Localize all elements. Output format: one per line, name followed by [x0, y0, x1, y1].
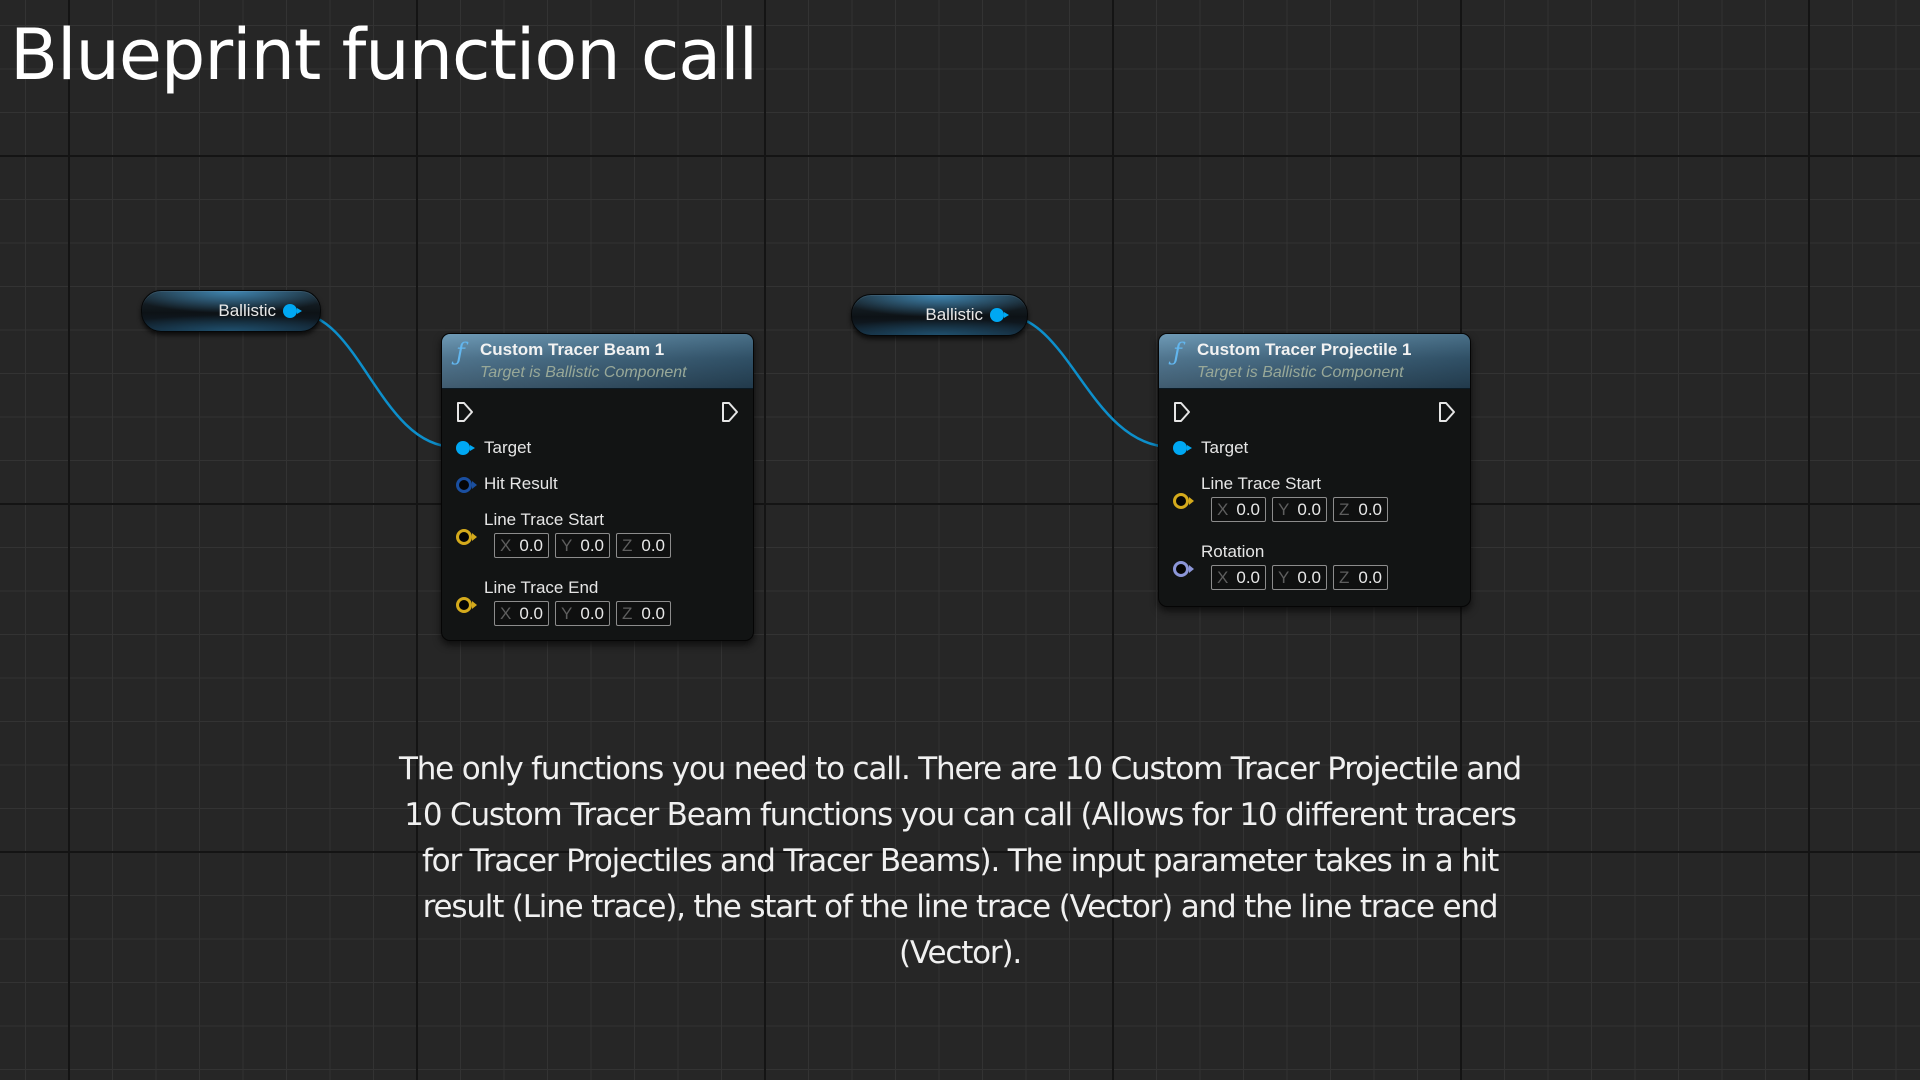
description-line: (Vector). [898, 935, 1022, 971]
description-line: The only functions you need to call. The… [399, 751, 1522, 787]
description-text: The only functions you need to call. The… [360, 746, 1560, 976]
axis-label: Z [1339, 500, 1350, 519]
vector-pin-icon[interactable] [456, 597, 477, 613]
page-title: Blueprint function call [10, 14, 758, 96]
y-field[interactable]: Y 0.0 [1272, 497, 1327, 522]
exec-in-pin-icon[interactable] [1173, 401, 1191, 423]
field-value: 0.0 [1297, 500, 1321, 519]
x-field[interactable]: X 0.0 [1211, 497, 1266, 522]
node-header[interactable]: ƒ Custom Tracer Projectile 1 Target is B… [1159, 334, 1470, 389]
pin-label-target: Target [1201, 438, 1249, 457]
field-value: 0.0 [580, 604, 604, 623]
axis-label: Y [561, 604, 573, 623]
vector-pin-icon[interactable] [1173, 493, 1194, 509]
axis-label: Y [1278, 500, 1290, 519]
pin-label-line-trace-start: Line Trace Start [1201, 474, 1322, 493]
function-node-custom-tracer-projectile[interactable]: ƒ Custom Tracer Projectile 1 Target is B… [1158, 333, 1471, 607]
axis-label: Z [622, 604, 633, 623]
axis-label: Z [622, 536, 633, 555]
node-header[interactable]: ƒ Custom Tracer Beam 1 Target is Ballist… [442, 334, 753, 389]
target-pin-icon[interactable] [456, 441, 475, 455]
field-value: 0.0 [1236, 568, 1260, 587]
field-value: 0.0 [1297, 568, 1321, 587]
rotator-pin-icon[interactable] [1173, 561, 1194, 577]
pin-label-rotation: Rotation [1201, 542, 1265, 561]
function-icon: ƒ [1173, 338, 1182, 366]
variable-label: Ballistic [218, 301, 276, 320]
variable-node-ballistic[interactable]: Ballistic [851, 294, 1028, 336]
field-value: 0.0 [519, 604, 543, 623]
y-field[interactable]: Y 0.0 [555, 533, 610, 558]
field-value: 0.0 [641, 604, 665, 623]
wire-ballistic-to-beam-target[interactable] [295, 311, 456, 449]
node-title: Custom Tracer Projectile 1 [1197, 340, 1412, 359]
function-node-custom-tracer-beam[interactable]: ƒ Custom Tracer Beam 1 Target is Ballist… [441, 333, 754, 641]
axis-label: X [1217, 568, 1229, 587]
pin-label-line-trace-end: Line Trace End [484, 578, 599, 597]
vector-pin-icon[interactable] [456, 529, 477, 545]
axis-label: X [500, 536, 512, 555]
vector-input-line-trace-end: X 0.0 Y 0.0 Z 0.0 [494, 601, 671, 626]
y-field[interactable]: Y 0.0 [555, 601, 610, 626]
axis-label: Y [1278, 568, 1290, 587]
hit-result-pin-icon[interactable] [456, 477, 477, 493]
x-field[interactable]: X 0.0 [494, 533, 549, 558]
function-icon: ƒ [456, 338, 465, 366]
axis-label: X [1217, 500, 1229, 519]
axis-label: X [500, 604, 512, 623]
field-value: 0.0 [1236, 500, 1260, 519]
node-title: Custom Tracer Beam 1 [480, 340, 665, 359]
rotator-input-rotation: X 0.0 Y 0.0 Z 0.0 [1211, 565, 1388, 590]
field-value: 0.0 [1358, 568, 1382, 587]
wire-ballistic-to-projectile-target[interactable] [1002, 313, 1173, 449]
y-field[interactable]: Y 0.0 [1272, 565, 1327, 590]
axis-label: Z [1339, 568, 1350, 587]
exec-out-pin-icon[interactable] [1438, 401, 1456, 423]
object-pin-icon[interactable] [990, 308, 1009, 322]
vector-input-line-trace-start: X 0.0 Y 0.0 Z 0.0 [494, 533, 671, 558]
description-line: result (Line trace), the start of the li… [422, 889, 1499, 925]
variable-node-ballistic[interactable]: Ballistic [141, 290, 321, 332]
field-value: 0.0 [519, 536, 543, 555]
description-line: 10 Custom Tracer Beam functions you can … [404, 797, 1517, 833]
pin-label-target: Target [484, 438, 532, 457]
exec-out-pin-icon[interactable] [721, 401, 739, 423]
variable-label: Ballistic [925, 305, 983, 324]
pin-label-hit-result: Hit Result [484, 474, 558, 493]
z-field[interactable]: Z 0.0 [1333, 565, 1388, 590]
z-field[interactable]: Z 0.0 [616, 601, 671, 626]
x-field[interactable]: X 0.0 [494, 601, 549, 626]
x-field[interactable]: X 0.0 [1211, 565, 1266, 590]
node-subtitle: Target is Ballistic Component [480, 364, 687, 381]
target-pin-icon[interactable] [1173, 441, 1192, 455]
z-field[interactable]: Z 0.0 [616, 533, 671, 558]
description-line: for Tracer Projectiles and Tracer Beams)… [421, 843, 1499, 879]
field-value: 0.0 [641, 536, 665, 555]
axis-label: Y [561, 536, 573, 555]
exec-in-pin-icon[interactable] [456, 401, 474, 423]
object-pin-icon[interactable] [283, 304, 302, 318]
node-subtitle: Target is Ballistic Component [1197, 364, 1404, 381]
vector-input-line-trace-start: X 0.0 Y 0.0 Z 0.0 [1211, 497, 1388, 522]
pin-label-line-trace-start: Line Trace Start [484, 510, 605, 529]
z-field[interactable]: Z 0.0 [1333, 497, 1388, 522]
field-value: 0.0 [580, 536, 604, 555]
field-value: 0.0 [1358, 500, 1382, 519]
